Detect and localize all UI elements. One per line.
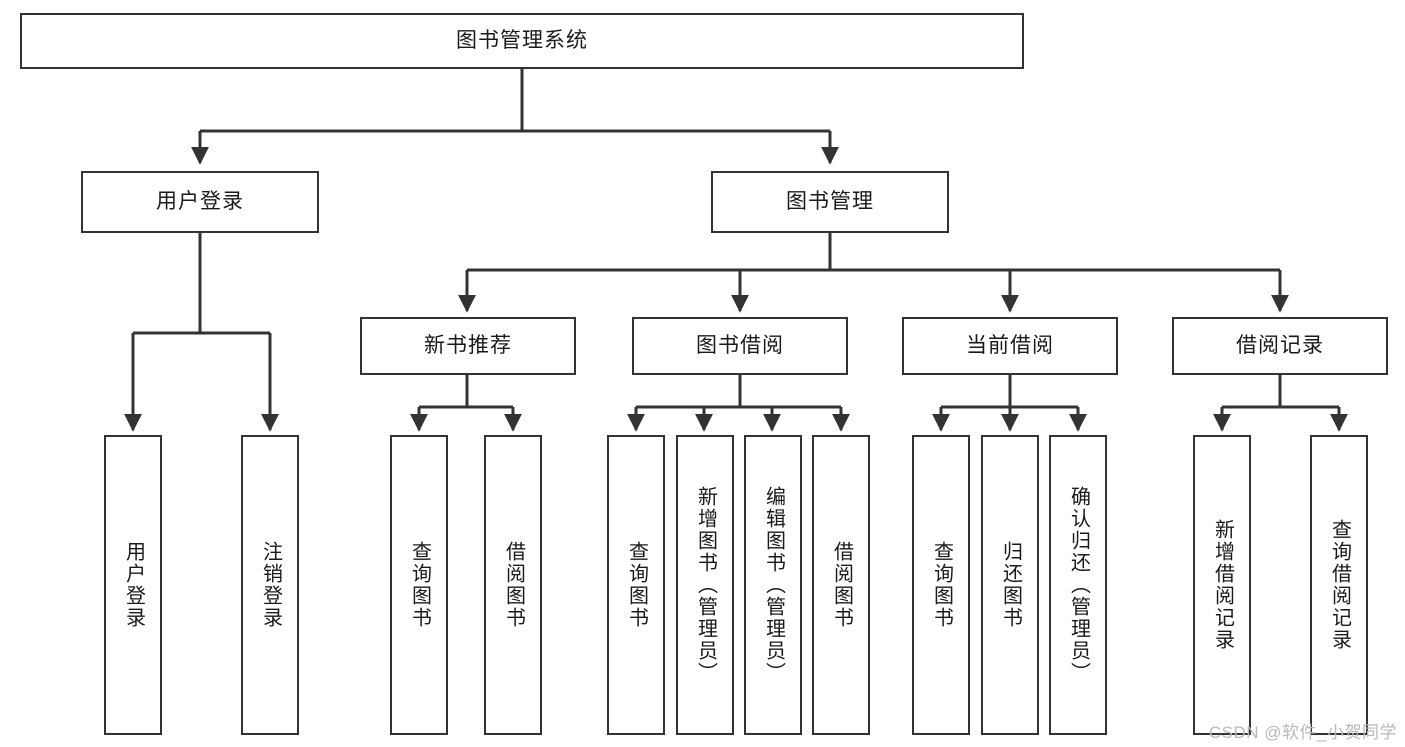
node-label: 查询图书 <box>408 541 431 629</box>
node-label: 注销登录 <box>259 541 282 629</box>
node-label: 借阅记录 <box>1236 333 1324 357</box>
leaf-current-borrow-3[interactable]: 确认归还（管理员） <box>1049 435 1107 735</box>
watermark-text: CSDN @软件_小贺同学 <box>1208 723 1397 742</box>
node-label: 新增图书（管理员） <box>694 486 717 684</box>
node-book-management[interactable]: 图书管理 <box>711 171 949 233</box>
node-user-login[interactable]: 用户登录 <box>81 171 319 233</box>
node-label: 新增借阅记录 <box>1211 519 1234 651</box>
node-label: 用户登录 <box>156 189 244 213</box>
node-label: 图书借阅 <box>696 333 784 357</box>
leaf-book-borrow-4[interactable]: 借阅图书 <box>812 435 870 735</box>
node-label: 图书管理系统 <box>456 28 588 52</box>
node-current-borrow[interactable]: 当前借阅 <box>902 317 1118 375</box>
node-label: 借阅图书 <box>830 541 853 629</box>
node-root-book-management-system[interactable]: 图书管理系统 <box>20 13 1024 69</box>
node-label: 当前借阅 <box>966 333 1054 357</box>
node-label: 编辑图书（管理员） <box>762 486 785 684</box>
node-label: 确认归还（管理员） <box>1067 486 1090 684</box>
node-label: 新书推荐 <box>424 333 512 357</box>
leaf-current-borrow-2[interactable]: 归还图书 <box>981 435 1039 735</box>
node-book-borrow[interactable]: 图书借阅 <box>632 317 848 375</box>
leaf-user-login-1[interactable]: 用户登录 <box>104 435 162 735</box>
node-borrow-record[interactable]: 借阅记录 <box>1172 317 1388 375</box>
node-label: 用户登录 <box>122 541 145 629</box>
leaf-new-book-recommend-1[interactable]: 查询图书 <box>390 435 448 735</box>
leaf-borrow-record-2[interactable]: 查询借阅记录 <box>1310 435 1368 735</box>
node-label: 查询借阅记录 <box>1328 519 1351 651</box>
leaf-book-borrow-3[interactable]: 编辑图书（管理员） <box>744 435 802 735</box>
node-label: 归还图书 <box>999 541 1022 629</box>
node-label: 查询图书 <box>930 541 953 629</box>
node-label: 借阅图书 <box>502 541 525 629</box>
leaf-current-borrow-1[interactable]: 查询图书 <box>912 435 970 735</box>
node-label: 图书管理 <box>786 189 874 213</box>
node-label: 查询图书 <box>625 541 648 629</box>
leaf-borrow-record-1[interactable]: 新增借阅记录 <box>1193 435 1251 735</box>
node-new-book-recommend[interactable]: 新书推荐 <box>360 317 576 375</box>
leaf-user-login-2[interactable]: 注销登录 <box>241 435 299 735</box>
leaf-book-borrow-2[interactable]: 新增图书（管理员） <box>676 435 734 735</box>
leaf-new-book-recommend-2[interactable]: 借阅图书 <box>484 435 542 735</box>
leaf-book-borrow-1[interactable]: 查询图书 <box>607 435 665 735</box>
